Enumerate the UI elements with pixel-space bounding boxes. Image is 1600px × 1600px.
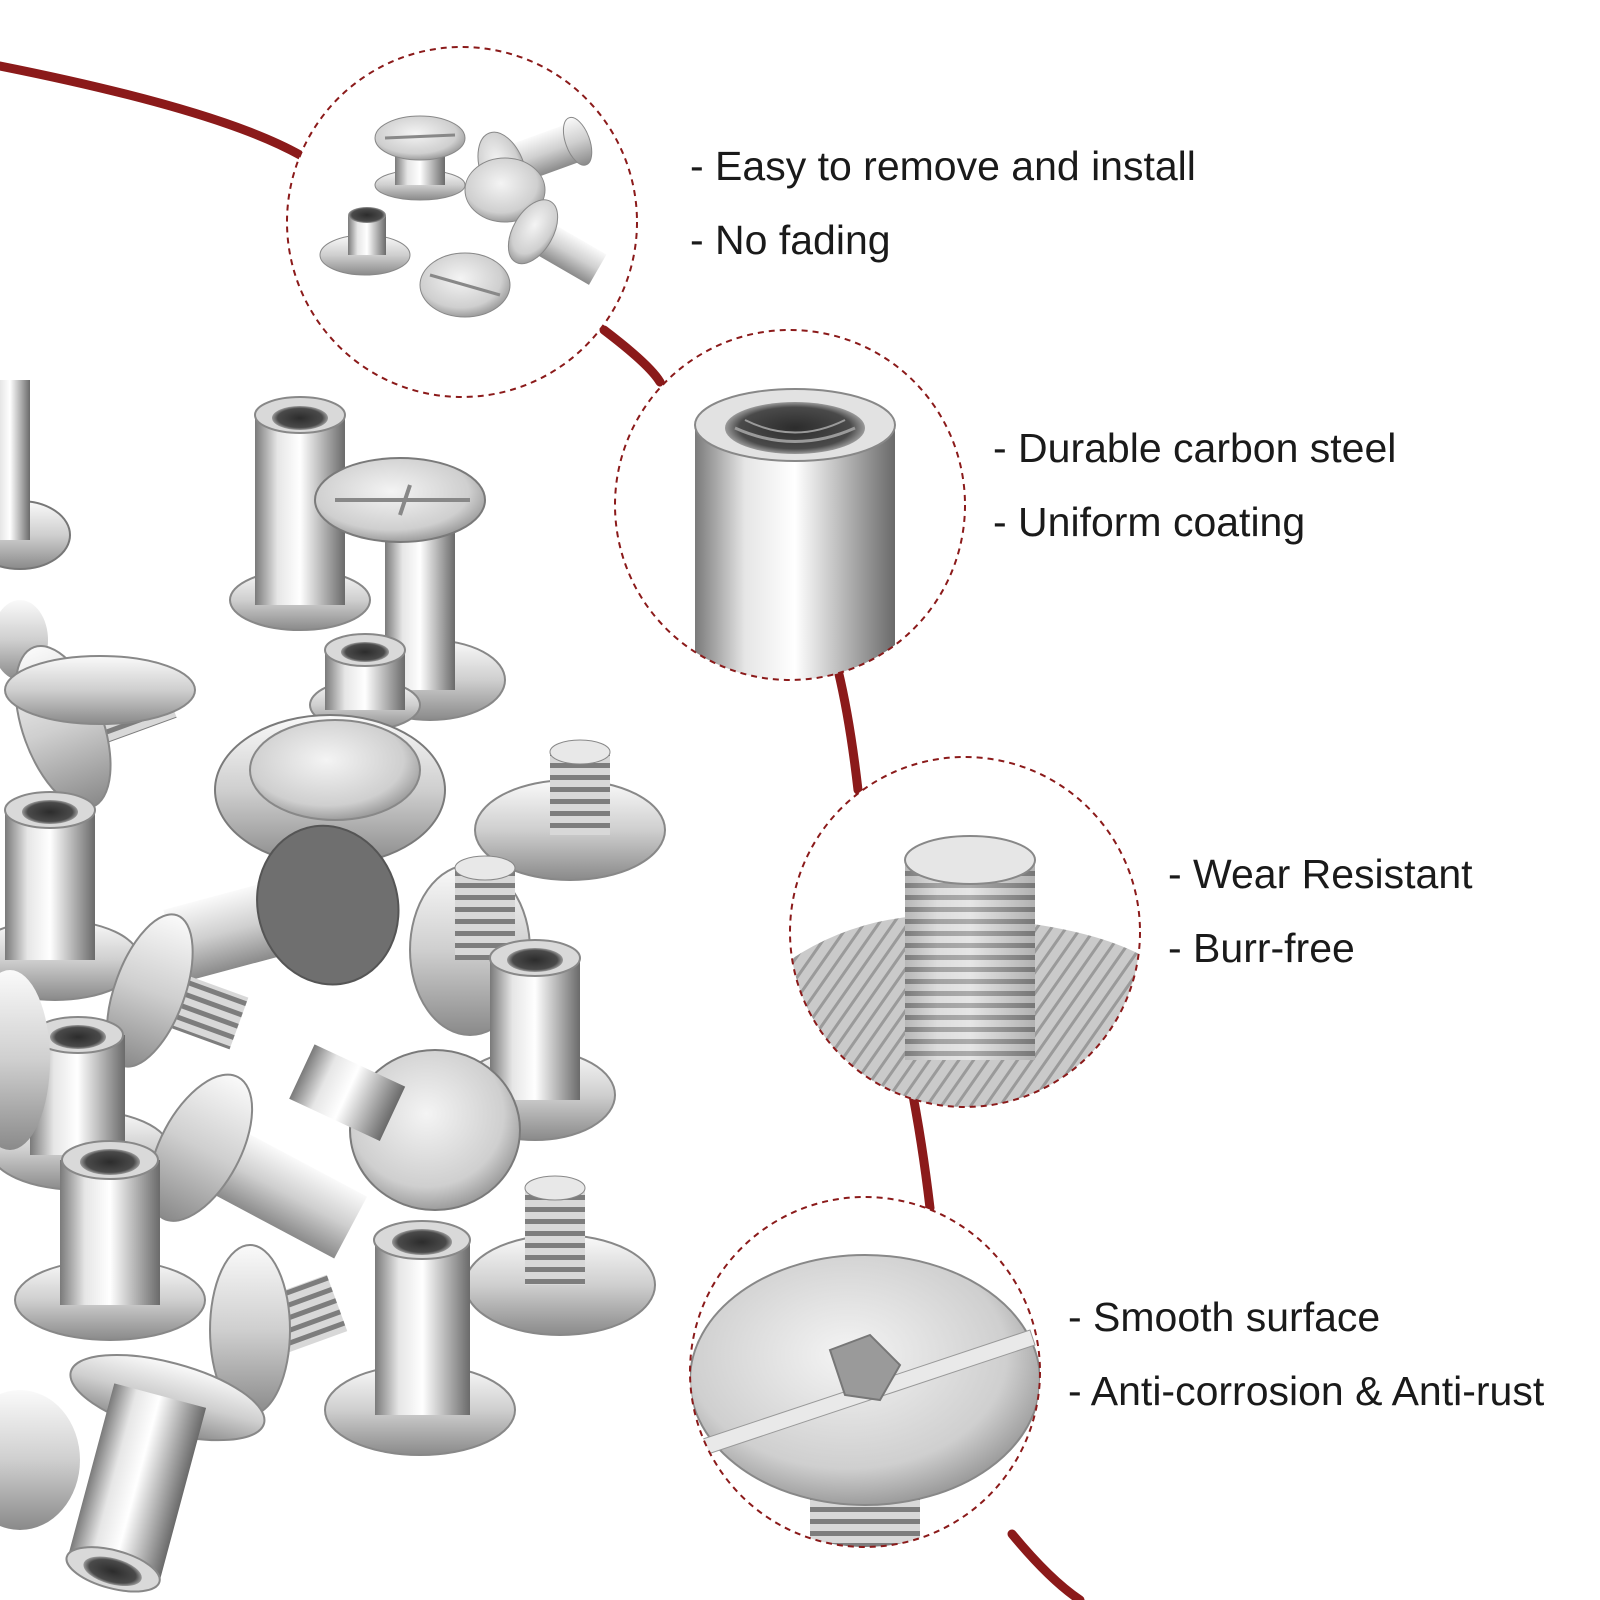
screw-pile-image	[0, 380, 666, 1593]
detail-circle-1	[286, 46, 638, 398]
feature-list-3: - Wear Resistant - Burr-free	[1168, 854, 1473, 969]
feature-text: - Smooth surface	[1068, 1294, 1381, 1340]
feature-list-4: - Smooth surface - Anti-corrosion & Anti…	[1068, 1297, 1544, 1412]
detail-circle-2	[614, 329, 966, 681]
feature-list-2: - Durable carbon steel - Uniform coating	[993, 428, 1396, 543]
feature-text: - Anti-corrosion & Anti-rust	[1068, 1368, 1545, 1414]
assorted-posts-closeup	[319, 115, 607, 318]
slotted-head-closeup	[690, 1254, 1040, 1547]
feature-text: - Burr-free	[1168, 925, 1355, 971]
barrel-closeup	[694, 388, 896, 680]
feature-text: - Wear Resistant	[1168, 851, 1473, 897]
threaded-post-closeup	[790, 835, 1140, 1107]
feature-text: - No fading	[690, 217, 891, 263]
feature-text: - Uniform coating	[993, 499, 1306, 545]
feature-text: - Easy to remove and install	[690, 143, 1196, 189]
accent-curve	[0, 61, 1085, 1600]
detail-circle-4	[689, 1196, 1041, 1548]
feature-list-1: - Easy to remove and install - No fading	[690, 146, 1196, 261]
detail-circle-3	[789, 756, 1141, 1108]
feature-text: - Durable carbon steel	[993, 425, 1397, 471]
